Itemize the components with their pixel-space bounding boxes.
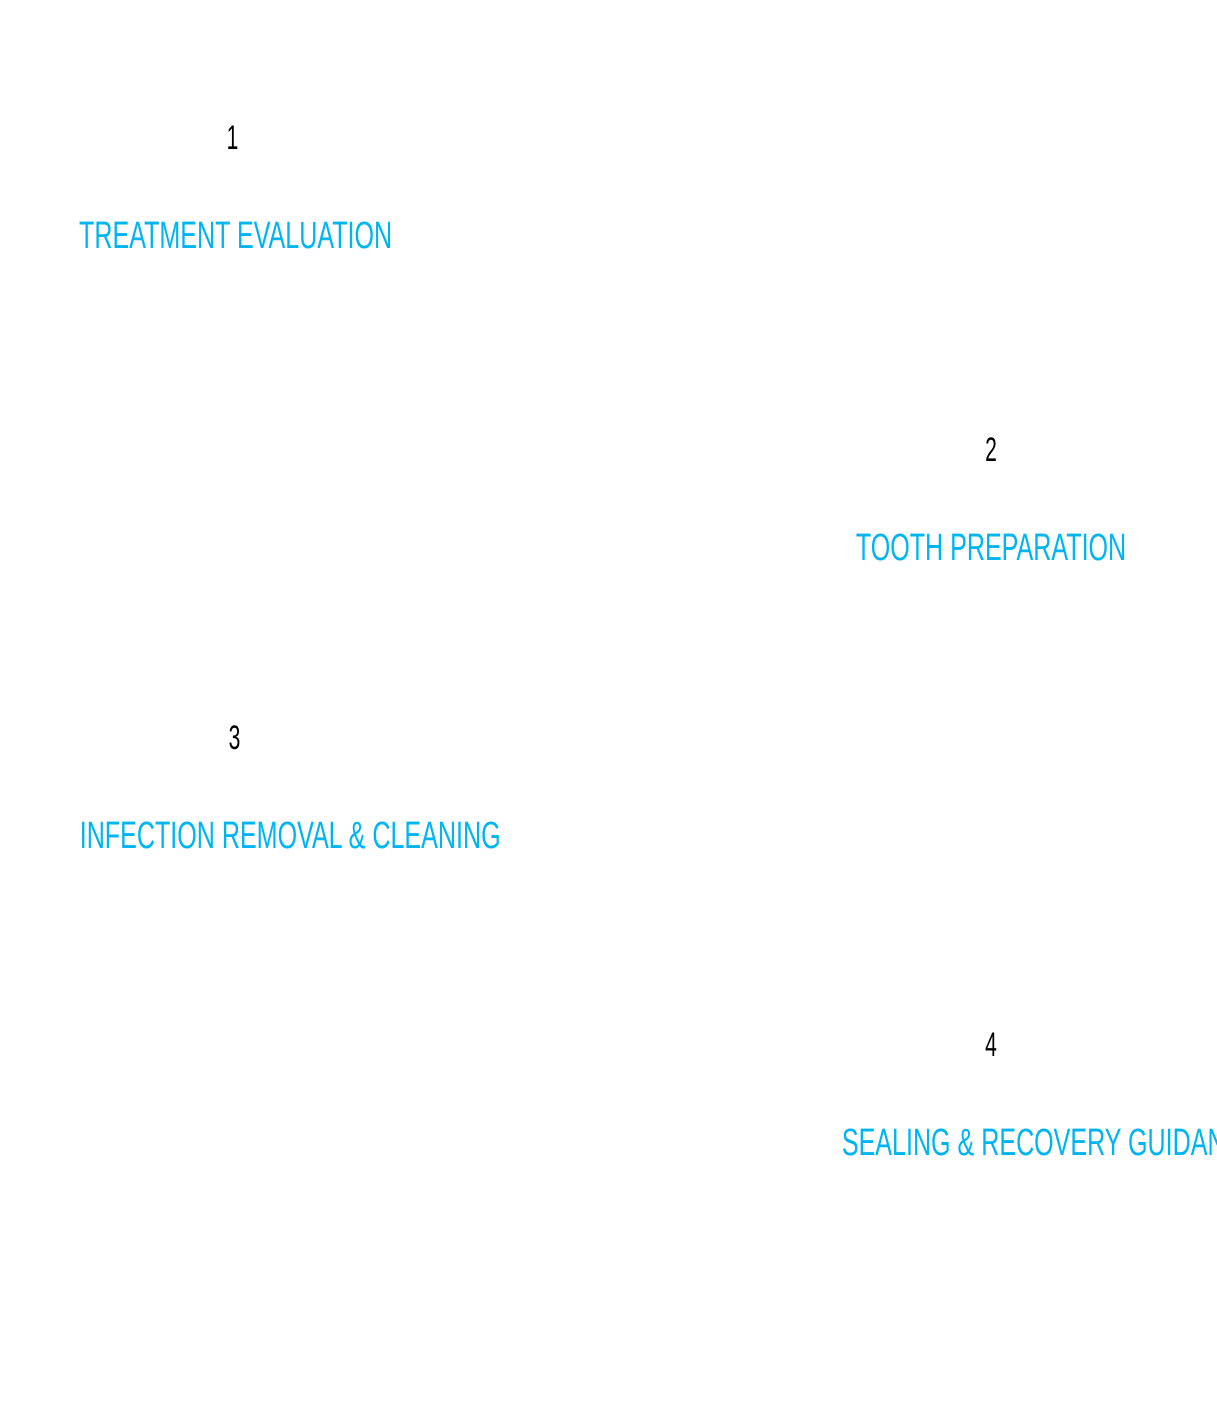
step-number: 2 [985, 431, 997, 469]
process-step-2: 2 TOOTH PREPARATION [765, 430, 1217, 570]
step-number: 3 [228, 719, 241, 757]
step-title: INFECTION REMOVAL & CLEANING [79, 815, 501, 857]
process-step-3: 3 INFECTION REMOVAL & CLEANING [0, 718, 501, 858]
step-title: TOOTH PREPARATION [855, 527, 1127, 569]
step-number: 1 [226, 119, 239, 157]
step-title: TREATMENT EVALUATION [79, 215, 393, 257]
process-step-1: 1 TREATMENT EVALUATION [0, 118, 465, 258]
process-step-4: 4 SEALING & RECOVERY GUIDANCE [765, 1025, 1217, 1165]
step-title: SEALING & RECOVERY GUIDANCE [841, 1122, 1217, 1164]
step-number: 4 [985, 1026, 997, 1064]
